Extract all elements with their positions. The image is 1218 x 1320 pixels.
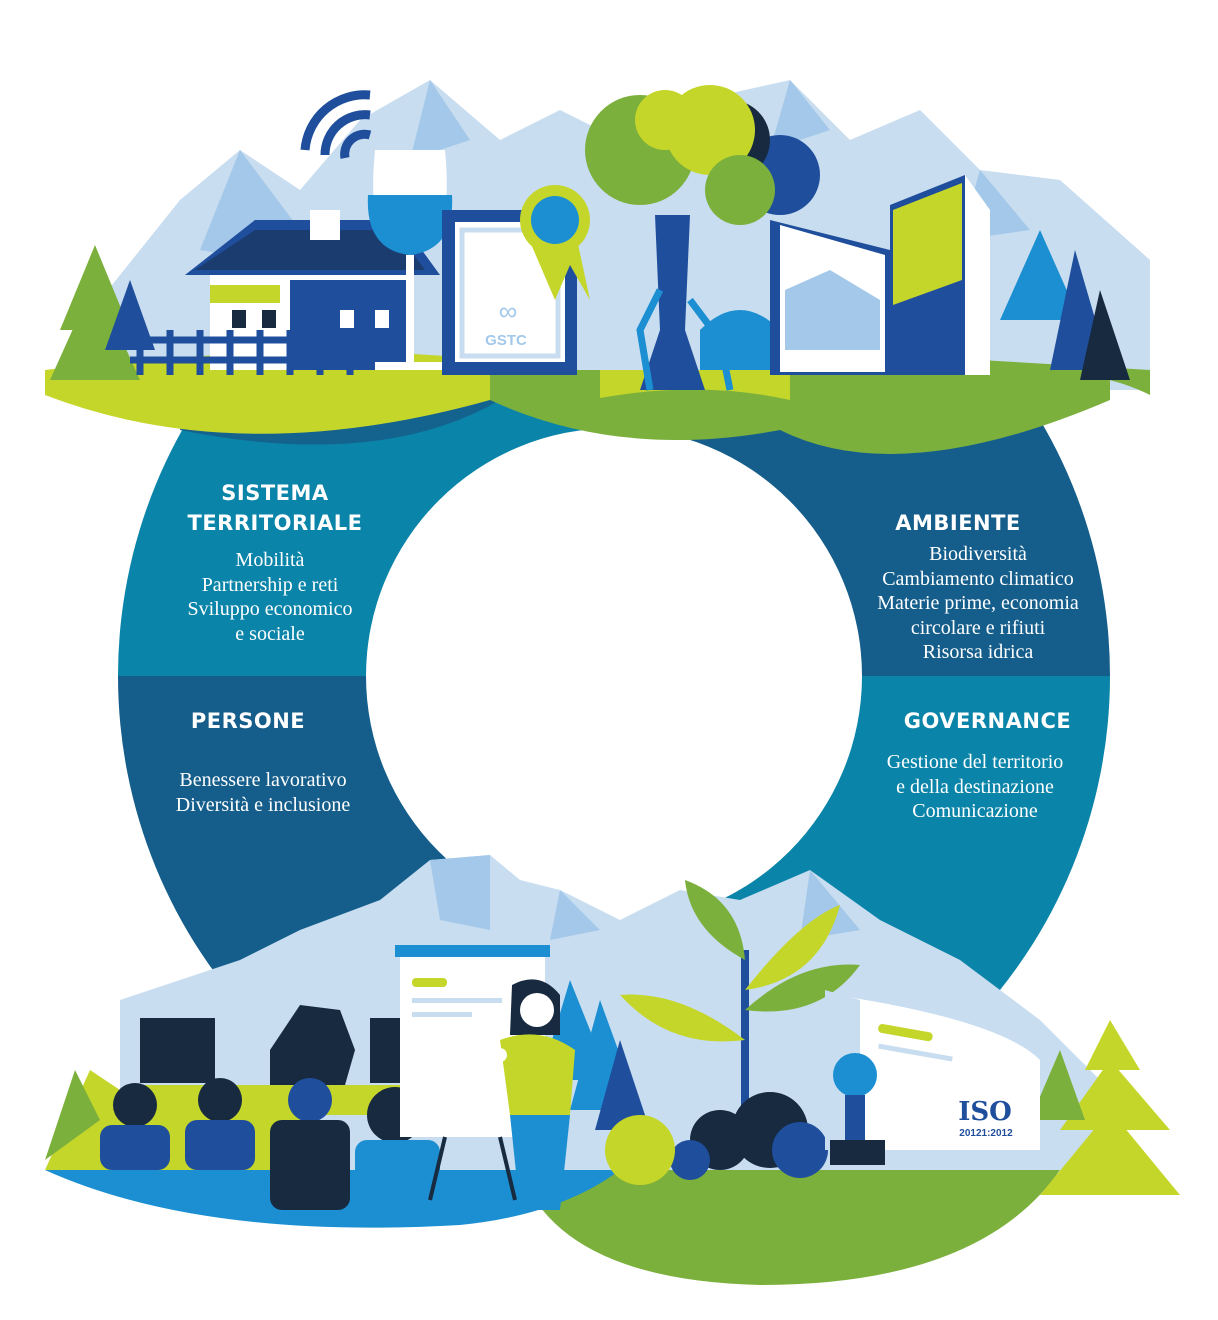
audience-icon (100, 1078, 440, 1210)
list-item: Cambiamento climatico (882, 567, 1074, 590)
list-item: Sviluppo economico (187, 598, 353, 620)
speaker-icon (140, 1018, 215, 1083)
top-landscape: ∞ GSTC (45, 80, 1150, 454)
quadrant-title: PERSONE (190, 709, 306, 733)
quadrant-items: Mobilità Partnership e reti Sviluppo eco… (140, 548, 400, 646)
gstc-certificate: ∞ GSTC (442, 185, 590, 375)
plant-icon (620, 880, 860, 1120)
iso-code-text: 20121:2012 (959, 1128, 1013, 1139)
list-item: Biodiversità (929, 543, 1027, 565)
quadrant-persone: PERSONE Benessere lavorativo Diversità e… (138, 706, 388, 817)
quadrant-title: SISTEMA TERRITORIALE (187, 481, 363, 535)
list-item: Materie prime, economia (877, 592, 1079, 614)
list-item: e della destinazione (896, 775, 1054, 798)
piano-icon (270, 1005, 355, 1085)
list-item: Benessere lavorativo (179, 769, 347, 791)
tree-icon (585, 85, 820, 391)
list-item: e sociale (235, 622, 305, 645)
presenter-icon (433, 979, 575, 1210)
brochure-icon (770, 175, 990, 375)
iso-badge-text: ISO (958, 1097, 1012, 1127)
wine-glass-icon (367, 150, 453, 370)
quadrant-items: Benessere lavorativo Diversità e inclusi… (138, 768, 388, 817)
quadrant-title: GOVERNANCE (903, 709, 1072, 733)
gstc-badge-text: GSTC (485, 332, 527, 349)
list-item: circolare e rifiuti (910, 616, 1046, 639)
quadrant-ambiente: AMBIENTE Biodiversità Cambiamento climat… (848, 508, 1108, 665)
list-item: Mobilità (235, 549, 305, 571)
list-item: Partnership e reti (201, 573, 339, 596)
quadrant-items: Gestione del territorio e della destinaz… (850, 750, 1100, 824)
quadrant-sistema-territoriale: SISTEMA TERRITORIALE Mobilità Partnershi… (150, 478, 400, 646)
infinity-logo-icon: ∞ (499, 296, 518, 326)
iso-certificate: ISO 20121:2012 (825, 990, 1060, 1170)
list-item: Comunicazione (912, 800, 1038, 822)
quadrant-governance: GOVERNANCE Gestione del territorio e del… (850, 706, 1100, 824)
list-item: Diversità e inclusione (175, 793, 351, 816)
quadrant-items: Biodiversità Cambiamento climatico Mater… (848, 542, 1108, 665)
bottom-landscape: ISO 20121:2012 (45, 855, 1180, 1285)
wifi-icon (300, 90, 372, 159)
list-item: Risorsa idrica (922, 641, 1034, 663)
quadrant-title: AMBIENTE (895, 511, 1021, 535)
stamp-icon (833, 1053, 877, 1097)
list-item: Gestione del territorio (886, 751, 1064, 773)
